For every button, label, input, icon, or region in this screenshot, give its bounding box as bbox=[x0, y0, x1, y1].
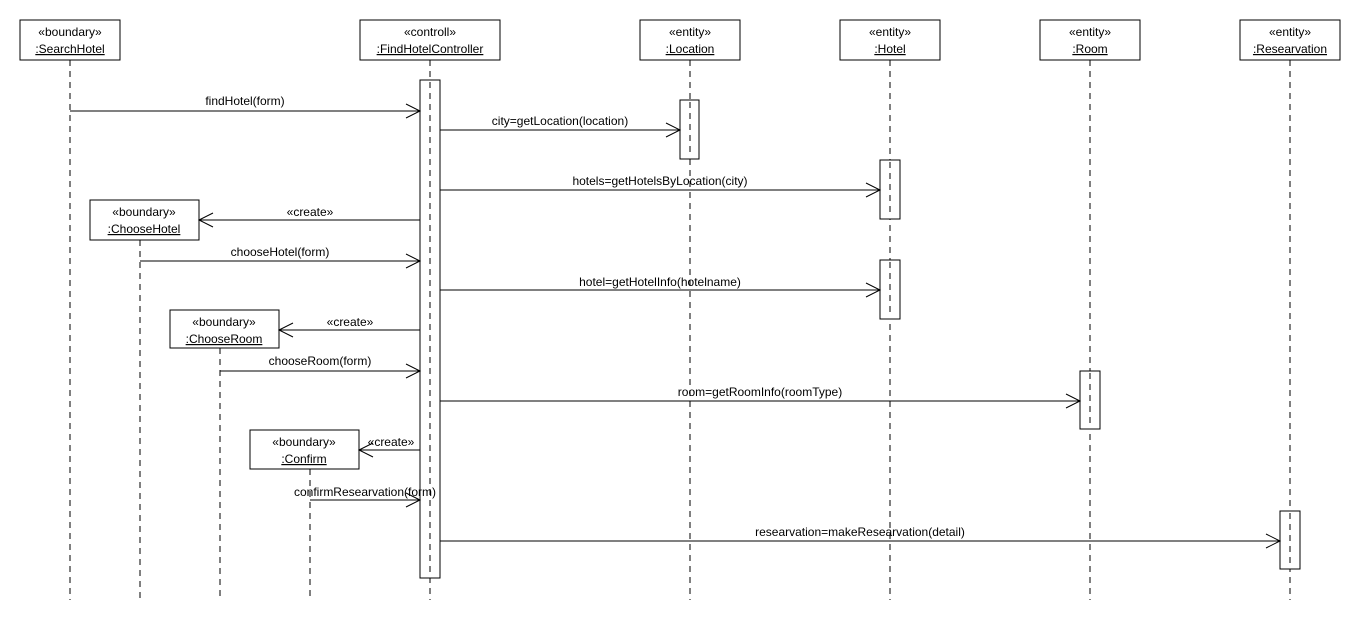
message-getroominfo: room=getRoomInfo(roomType) bbox=[440, 385, 1082, 409]
name-location: :Location bbox=[666, 42, 715, 56]
participant-confirm: «boundary» :Confirm bbox=[249, 429, 360, 470]
message-getlocation: city=getLocation(location) bbox=[440, 114, 682, 138]
participant-location: «entity» :Location bbox=[639, 19, 741, 61]
stereotype-hotel: «entity» bbox=[869, 25, 911, 39]
participant-reservation: «entity» :Researvation bbox=[1239, 19, 1341, 61]
name-room: :Room bbox=[1072, 42, 1107, 56]
stereotype-choosehotel: «boundary» bbox=[112, 205, 176, 219]
message-label: «create» bbox=[287, 205, 334, 219]
message-label: chooseHotel(form) bbox=[231, 245, 330, 259]
message-gethotelsbylocation: hotels=getHotelsByLocation(city) bbox=[440, 174, 882, 198]
message-create-confirm: «create» bbox=[357, 435, 420, 458]
message-confirmresearvation: confirmResearvation(form) bbox=[294, 485, 436, 508]
participant-searchhotel: «boundary» :SearchHotel bbox=[19, 19, 121, 61]
message-create-choosehotel: «create» bbox=[197, 205, 420, 228]
message-label: room=getRoomInfo(roomType) bbox=[678, 385, 842, 399]
message-label: chooseRoom(form) bbox=[269, 354, 372, 368]
message-choosehotel: chooseHotel(form) bbox=[140, 245, 422, 269]
message-label: researvation=makeResearvation(detail) bbox=[755, 525, 965, 539]
message-label: confirmResearvation(form) bbox=[294, 485, 436, 499]
message-makeresearvation: researvation=makeResearvation(detail) bbox=[440, 525, 1282, 549]
name-confirm: :Confirm bbox=[281, 452, 326, 466]
stereotype-reservation: «entity» bbox=[1269, 25, 1311, 39]
name-controller: :FindHotelController bbox=[377, 42, 484, 56]
stereotype-room: «entity» bbox=[1069, 25, 1111, 39]
participant-hotel: «entity» :Hotel bbox=[839, 19, 941, 61]
stereotype-location: «entity» bbox=[669, 25, 711, 39]
message-label: findHotel(form) bbox=[205, 94, 284, 108]
name-reservation: :Researvation bbox=[1253, 42, 1327, 56]
message-label: hotel=getHotelInfo(hotelname) bbox=[579, 275, 741, 289]
message-label: city=getLocation(location) bbox=[492, 114, 628, 128]
message-chooseroom: chooseRoom(form) bbox=[220, 354, 422, 379]
participant-room: «entity» :Room bbox=[1039, 19, 1141, 61]
name-hotel: :Hotel bbox=[874, 42, 905, 56]
message-label: «create» bbox=[327, 315, 374, 329]
participant-chooseroom: «boundary» :ChooseRoom bbox=[169, 309, 280, 349]
stereotype-controller: «controll» bbox=[404, 25, 456, 39]
participant-controller: «controll» :FindHotelController bbox=[359, 19, 501, 61]
stereotype-searchhotel: «boundary» bbox=[38, 25, 102, 39]
message-label: «create» bbox=[368, 435, 415, 449]
stereotype-chooseroom: «boundary» bbox=[192, 315, 256, 329]
message-gethotelinfo: hotel=getHotelInfo(hotelname) bbox=[440, 275, 882, 298]
message-create-chooseroom: «create» bbox=[277, 315, 420, 338]
name-choosehotel: :ChooseHotel bbox=[108, 222, 181, 236]
stereotype-confirm: «boundary» bbox=[272, 435, 336, 449]
message-label: hotels=getHotelsByLocation(city) bbox=[572, 174, 747, 188]
name-chooseroom: :ChooseRoom bbox=[186, 332, 263, 346]
message-findhotel: findHotel(form) bbox=[70, 94, 422, 119]
participant-choosehotel: «boundary» :ChooseHotel bbox=[89, 199, 200, 241]
name-searchhotel: :SearchHotel bbox=[35, 42, 104, 56]
